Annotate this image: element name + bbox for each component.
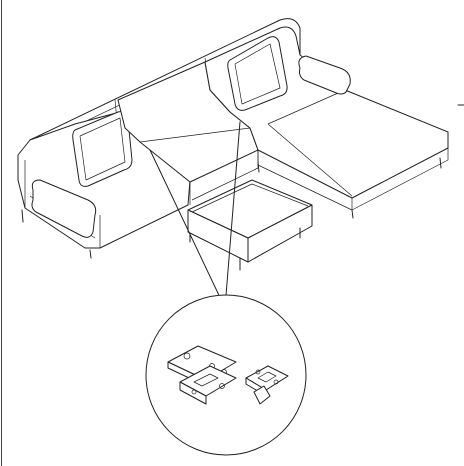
sofa-legs: [21, 157, 442, 259]
callout-leaders: [149, 104, 464, 309]
bracket-slotted-plate: [179, 365, 237, 405]
bracket-square-plate: [245, 365, 289, 405]
ottoman: [187, 179, 313, 271]
sofa-chaise-section: [204, 26, 449, 211]
left-frame-border: [1, 0, 2, 466]
bracket-detail-circle: [145, 294, 307, 456]
